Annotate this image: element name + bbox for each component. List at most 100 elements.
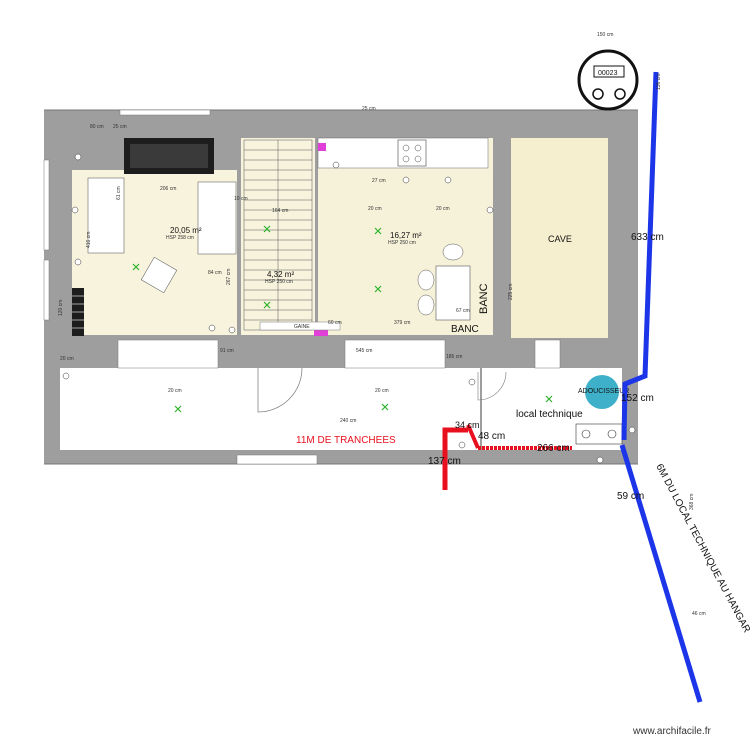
red-trench-line	[442, 427, 468, 490]
softener-tank	[585, 375, 619, 409]
socket-icon	[62, 372, 70, 380]
outlet-icon	[132, 263, 140, 271]
dim-label: 67 cm	[456, 308, 470, 314]
burner-1	[402, 144, 410, 152]
chair-1	[417, 269, 435, 291]
kitchen-area: 16,27 m²	[390, 231, 422, 240]
cave-floor	[511, 138, 608, 338]
door-swing	[257, 367, 303, 413]
stove	[397, 139, 427, 167]
banc-vertical-label: BANC	[478, 283, 490, 314]
living-room-hsp: HSP 258 cm	[166, 235, 194, 241]
socket-icon	[628, 426, 636, 434]
stair-room-hsp: HSP 250 cm	[265, 279, 293, 285]
kitchen-hsp: HSP 250 cm	[388, 240, 416, 246]
measure-34: 34 cm	[455, 420, 480, 430]
measure-137: 137 cm	[428, 456, 461, 467]
red-trench-short	[466, 424, 480, 449]
tv-cabinet-inner	[130, 144, 208, 168]
door-swing-technique	[477, 371, 507, 401]
dim-label: 91 cm	[220, 348, 234, 354]
socket-icon	[458, 441, 466, 449]
banc-horizontal-label: BANC	[451, 324, 479, 335]
window-left-2	[43, 259, 50, 321]
window-bottom	[236, 454, 318, 465]
socket-icon	[468, 378, 476, 386]
burner-3	[402, 155, 410, 163]
living-room-area: 20,05 m²	[170, 226, 202, 235]
socket-icon	[486, 206, 494, 214]
measure-48: 48 cm	[478, 431, 505, 442]
dim-label: 25 cm	[362, 106, 376, 112]
dim-label: 379 cm	[394, 320, 410, 326]
dim-label: 545 cm	[356, 348, 372, 354]
socket-icon	[71, 206, 79, 214]
socket-icon	[444, 176, 452, 184]
dim-label: 27 cm	[372, 178, 386, 184]
burner-4	[414, 155, 422, 163]
dim-label: 60 cm	[328, 320, 342, 326]
dim-label: 240 cm	[340, 418, 356, 424]
dim-label: 80 cm	[90, 124, 104, 130]
gaine-label: GAINE	[294, 324, 310, 330]
hangar-label: 6M DU LOCAL TECHNIQUE AU HANGAR	[653, 462, 750, 634]
burner-2	[414, 144, 422, 152]
dim-label: 20 cm	[436, 206, 450, 212]
outlet-icon	[545, 395, 553, 403]
window-mid	[117, 339, 219, 369]
outlet-icon	[263, 301, 271, 309]
lower-corridor-floor	[60, 368, 480, 450]
dim-label: 20 cm	[168, 388, 182, 394]
dim-label: 225 cm	[508, 284, 514, 300]
window-top-left	[119, 109, 211, 116]
meter-display	[593, 65, 625, 78]
gaine-top	[318, 143, 326, 151]
dim-label: 10 cm	[234, 196, 248, 202]
socket-icon	[74, 258, 82, 266]
cave-label: CAVE	[548, 234, 572, 244]
local-technique-label: local technique	[516, 409, 583, 420]
socket-icon	[402, 176, 410, 184]
dim-label: 267 cm	[226, 269, 232, 285]
gaine-strip	[259, 321, 341, 331]
dim-label: 84 cm	[208, 270, 222, 276]
trenches-label: 11M DE TRANCHEES	[296, 435, 396, 446]
sofa-left	[87, 177, 125, 254]
dim-label: 20 cm	[60, 356, 74, 362]
measure-152: 152 cm	[621, 393, 654, 404]
dim-label: 150 cm	[597, 32, 613, 38]
outlet-icon	[374, 227, 382, 235]
dim-label: 206 cm	[160, 186, 176, 192]
socket-icon	[208, 324, 216, 332]
blue-cable-to-hangar	[619, 444, 703, 703]
electrical-panel	[575, 423, 623, 445]
outlet-icon	[381, 403, 389, 411]
socket-icon	[332, 161, 340, 169]
dim-label: 120 cm	[58, 300, 64, 316]
dim-label: 20 cm	[368, 206, 382, 212]
panel-dial-2	[607, 429, 617, 439]
dim-label: 136 cm	[656, 74, 662, 90]
dim-label: 61 cm	[116, 186, 122, 200]
meter-knob-1	[592, 88, 604, 100]
outlet-icon	[174, 405, 182, 413]
socket-icon	[228, 326, 236, 334]
blue-cable-meter-to-technique	[621, 71, 659, 441]
outlet-icon	[263, 225, 271, 233]
meter-knob-2	[614, 88, 626, 100]
meter-body	[577, 49, 639, 111]
window-left-1	[43, 159, 50, 251]
chair-2	[417, 294, 435, 316]
socket-icon	[596, 456, 604, 464]
stair-room-area: 4,32 m²	[267, 270, 294, 279]
watermark-footer: www.archifacile.fr	[633, 726, 711, 737]
meter-reading: 00023	[598, 70, 618, 77]
dim-label: 416 cm	[86, 232, 92, 248]
dim-label: 46 cm	[692, 611, 706, 617]
chair-3	[442, 243, 464, 261]
dim-label: 368 cm	[689, 494, 695, 510]
panel-dial-1	[581, 429, 591, 439]
dim-label: 20 cm	[375, 388, 389, 394]
measure-633: 633 cm	[631, 232, 664, 243]
